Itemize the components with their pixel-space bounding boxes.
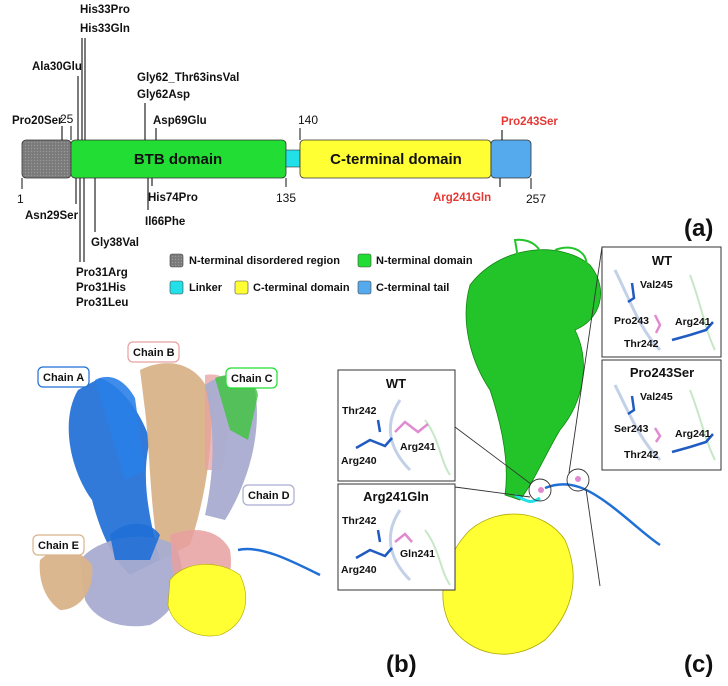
mutation-arg241gln: Arg241Gln <box>433 192 491 204</box>
mutation-asp69glu: Asp69Glu <box>153 115 207 127</box>
inset-wt-left-arg240: Arg240 <box>341 455 377 467</box>
monomer-structure <box>442 238 661 655</box>
mutation-his33gln: His33Gln <box>80 23 130 35</box>
inset-arg241gln-gln241: Gln241 <box>400 548 435 560</box>
position-1: 1 <box>17 192 24 206</box>
inset-pro243ser: Pro243Ser Val245 Ser243 Arg241 Thr242 <box>601 359 722 471</box>
inset-arg241gln-arg240: Arg240 <box>341 564 377 576</box>
c-terminal-domain-label: C-terminal domain <box>330 151 462 168</box>
inset-pro243ser-thr242: Thr242 <box>624 449 659 461</box>
chain-e-label: Chain E <box>38 540 79 552</box>
position-numbers: 25 140 1 135 257 <box>17 112 546 206</box>
inset-wt-left-arg241: Arg241 <box>400 441 436 453</box>
mutation-asn29ser: Asn29Ser <box>25 210 79 222</box>
position-140: 140 <box>298 113 318 127</box>
legend-swatch-linker <box>169 280 184 295</box>
inset-pro243ser-ser243: Ser243 <box>614 423 649 435</box>
inset-wt-right-thr242: Thr242 <box>624 338 659 350</box>
chain-b-box <box>127 341 180 363</box>
legend-label-c-tail: C-terminal tail <box>376 282 449 294</box>
chain-c-box <box>225 367 278 389</box>
chain-c-label: Chain C <box>231 373 273 385</box>
domain-bar: BTB domain C-terminal domain <box>21 139 532 179</box>
callouts <box>454 246 603 587</box>
domain-linker <box>285 149 301 168</box>
inset-wt-left-thr242: Thr242 <box>342 405 377 417</box>
legend-swatch-disordered <box>169 253 184 268</box>
mutation-gly62asp: Gly62Asp <box>137 89 190 101</box>
chain-a-label: Chain A <box>43 372 84 384</box>
panel-label-c: (c) <box>684 651 713 678</box>
legend-swatch-c-terminal <box>234 280 249 295</box>
mutation-pro20ser: Pro20Ser <box>12 115 63 127</box>
inset-wt-right-arg241: Arg241 <box>675 316 711 328</box>
chain-a-box <box>37 366 90 388</box>
inset-wt-right-pro243: Pro243 <box>614 315 649 327</box>
legend-swatch-c-tail <box>357 280 372 295</box>
mutation-gly62-thr63insval: Gly62_Thr63insVal <box>137 72 239 84</box>
chain-e-box <box>32 534 85 556</box>
legend-label-linker: Linker <box>189 282 223 294</box>
mutation-his74pro: His74Pro <box>148 192 198 204</box>
inset-arg241gln: Arg241Gln Thr242 Arg240 Gln241 <box>337 483 456 591</box>
mutation-ala30glu: Ala30Glu <box>32 61 82 73</box>
btb-domain-label: BTB domain <box>134 151 222 168</box>
domain-c-tail <box>490 139 532 179</box>
mutation-gly38val: Gly38Val <box>91 237 139 249</box>
inset-wt-right-val245: Val245 <box>640 279 673 291</box>
mutation-labels-top: Pro20Ser Ala30Glu His33Pro His33Gln Gly6… <box>12 4 558 128</box>
mutation-pro31his: Pro31His <box>76 282 126 294</box>
inset-wt-right: WT Val245 Pro243 Arg241 Thr242 <box>601 246 722 358</box>
position-135: 135 <box>276 191 296 205</box>
inset-pro243ser-title: Pro243Ser <box>630 365 694 380</box>
mutation-ticks-bottom <box>75 178 501 262</box>
panel-label-a: (a) <box>684 215 713 242</box>
chain-b-label: Chain B <box>133 347 175 359</box>
mutation-pro31arg: Pro31Arg <box>76 267 128 279</box>
legend-swatch-n-terminal <box>357 253 372 268</box>
mutation-pro31leu: Pro31Leu <box>76 297 128 309</box>
chain-labels: Chain A Chain B Chain C Chain D Chain E <box>32 341 295 556</box>
legend: N-terminal disordered region N-terminal … <box>169 253 473 295</box>
mutation-il66phe: Il66Phe <box>145 216 185 228</box>
legend-label-c-terminal: C-terminal domain <box>253 282 350 294</box>
chain-d-label: Chain D <box>248 490 290 502</box>
domain-disordered <box>21 139 72 179</box>
inset-arg241gln-thr242: Thr242 <box>342 515 377 527</box>
inset-pro243ser-arg241: Arg241 <box>675 428 711 440</box>
position-25: 25 <box>60 112 74 126</box>
mutation-ticks-top <box>61 38 503 140</box>
inset-wt-left-title: WT <box>386 376 406 391</box>
legend-label-n-terminal: N-terminal domain <box>376 255 473 267</box>
chain-d-box <box>242 484 295 506</box>
mutation-pro243ser: Pro243Ser <box>501 116 558 128</box>
mutation-his33pro: His33Pro <box>80 4 130 16</box>
legend-label-disordered: N-terminal disordered region <box>189 255 340 267</box>
inset-pro243ser-val245: Val245 <box>640 391 673 403</box>
pentamer-structure <box>39 363 321 637</box>
panel-label-b: (b) <box>386 651 417 678</box>
inset-wt-left: WT Thr242 Arg240 Arg241 <box>337 369 456 482</box>
position-257: 257 <box>526 192 546 206</box>
inset-wt-right-title: WT <box>652 253 672 268</box>
inset-arg241gln-title: Arg241Gln <box>363 489 429 504</box>
mutation-labels-bottom: Asn29Ser Pro31Arg Pro31His Pro31Leu Gly3… <box>25 192 491 309</box>
